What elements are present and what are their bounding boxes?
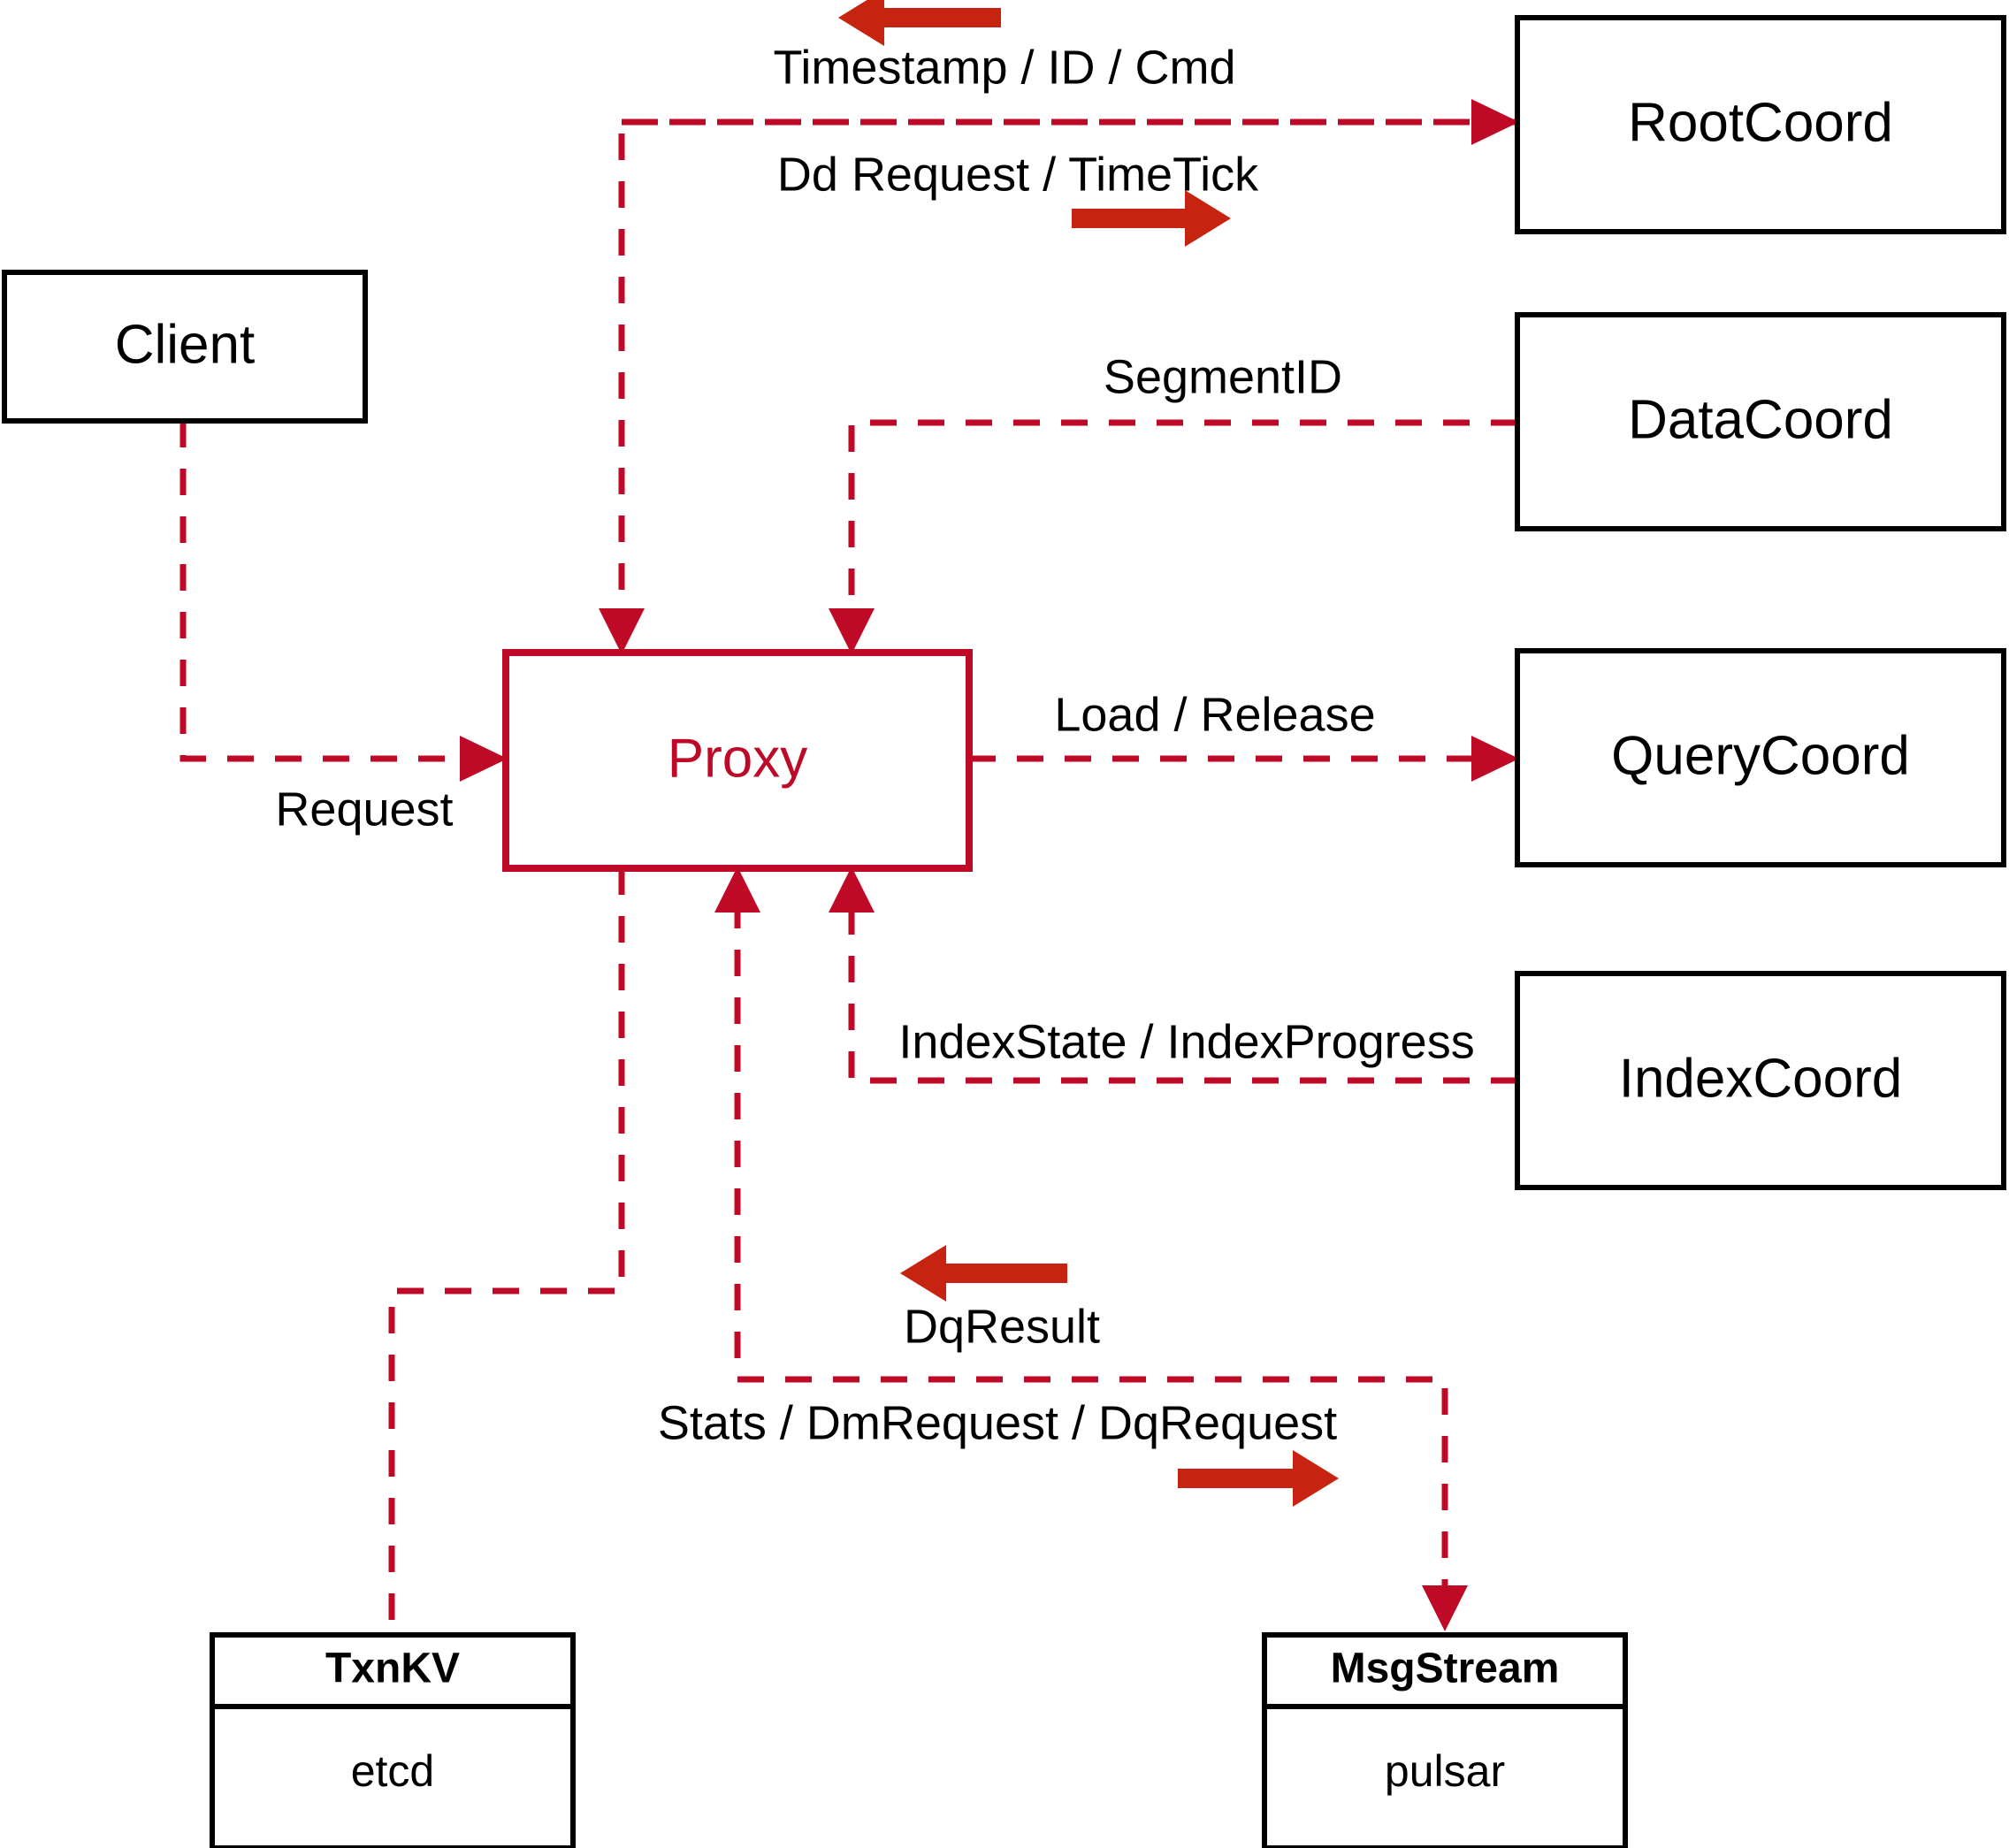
node-msgstream-impl: pulsar: [1385, 1746, 1505, 1796]
edge-index-state-path: [848, 902, 1517, 1084]
edge-stats-request-arrowhead: [1422, 1585, 1468, 1631]
node-txnkv-title: TxnKV: [325, 1646, 460, 1692]
edge-label-timestamp-id-cmd: Timestamp / ID / Cmd: [773, 41, 1235, 94]
edge-request-path: [180, 421, 485, 762]
node-txnkv[interactable]: TxnKV etcd: [210, 1632, 576, 1848]
edge-request: [180, 421, 508, 782]
node-client[interactable]: Client: [2, 270, 368, 424]
edge-label-request: Request: [275, 783, 453, 836]
edge-stats-request-path: [734, 902, 1448, 1592]
edge-label-index-state-progress: IndexState / IndexProgress: [898, 1015, 1474, 1068]
edge-label-dq-result: DqResult: [904, 1300, 1100, 1353]
node-client-label: Client: [115, 314, 256, 375]
dir-arrow-stats-request-head: [1293, 1450, 1339, 1507]
node-proxy[interactable]: Proxy: [502, 649, 973, 872]
dir-arrow-dq-result-head: [900, 1245, 946, 1302]
edge-dq-result: [714, 867, 760, 913]
edge-load-release: [969, 736, 1519, 782]
node-query-coord[interactable]: QueryCoord: [1515, 648, 2006, 867]
node-index-coord-label: IndexCoord: [1619, 1048, 1903, 1109]
node-txnkv-impl: etcd: [351, 1746, 435, 1796]
node-proxy-box[interactable]: [502, 649, 973, 872]
edge-index-state-arrowhead: [829, 867, 875, 913]
node-data-coord-box[interactable]: [1515, 312, 2006, 531]
dir-arrow-timestamp-head: [838, 0, 884, 46]
node-root-coord-box[interactable]: [1515, 15, 2006, 234]
edge-label-stats-dmrequest-dqrequest: Stats / DmRequest / DqRequest: [658, 1396, 1337, 1449]
edge-dq-result-arrowhead: [714, 867, 760, 913]
edge-stats-dmrequest-dqrequest: [734, 902, 1468, 1631]
edge-segment-id-arrowhead: [829, 608, 875, 654]
node-msgstream[interactable]: MsgStream pulsar: [1262, 1632, 1628, 1848]
edge-segment-id-path: [848, 419, 1517, 619]
edge-label-segment-id: SegmentID: [1104, 350, 1342, 403]
node-data-coord-label: DataCoord: [1628, 389, 1893, 450]
edge-label-dd-request-timetick: Dd Request / TimeTick: [777, 148, 1259, 201]
edge-timestamp-id-cmd: [599, 118, 1517, 654]
direction-marker-dq-result-left: [900, 1245, 1067, 1302]
edge-label-load-release: Load / Release: [1054, 688, 1375, 741]
edge-segment-id: [829, 419, 1517, 654]
edge-request-arrowhead: [460, 736, 508, 782]
edge-proxy-txnkv: [388, 868, 625, 1635]
node-index-coord-box[interactable]: [1515, 971, 2006, 1190]
direction-marker-stats-request-right: [1178, 1450, 1339, 1507]
node-data-coord[interactable]: DataCoord: [1515, 312, 2006, 531]
direction-marker-dd-request-right: [1072, 190, 1231, 247]
edge-load-release-arrowhead: [1471, 736, 1519, 782]
node-index-coord[interactable]: IndexCoord: [1515, 971, 2006, 1190]
edge-dd-request-timetick: [622, 99, 1519, 145]
node-client-box[interactable]: [2, 270, 368, 424]
edge-dd-request-arrowhead: [1471, 99, 1519, 145]
node-query-coord-label: QueryCoord: [1611, 725, 1910, 786]
direction-marker-timestamp-left: [838, 0, 1001, 46]
node-proxy-label: Proxy: [668, 728, 807, 789]
edge-index-state-progress: [829, 867, 1517, 1084]
node-root-coord[interactable]: RootCoord: [1515, 15, 2006, 234]
node-msgstream-box[interactable]: [1262, 1632, 1628, 1848]
node-root-coord-label: RootCoord: [1628, 92, 1893, 153]
edge-timestamp-arrowhead: [599, 608, 645, 654]
edge-txnkv-path: [388, 868, 625, 1635]
node-query-coord-box[interactable]: [1515, 648, 2006, 867]
dir-arrow-dd-request-head: [1185, 190, 1231, 247]
node-msgstream-title: MsgStream: [1331, 1646, 1560, 1692]
node-txnkv-box[interactable]: [210, 1632, 576, 1848]
